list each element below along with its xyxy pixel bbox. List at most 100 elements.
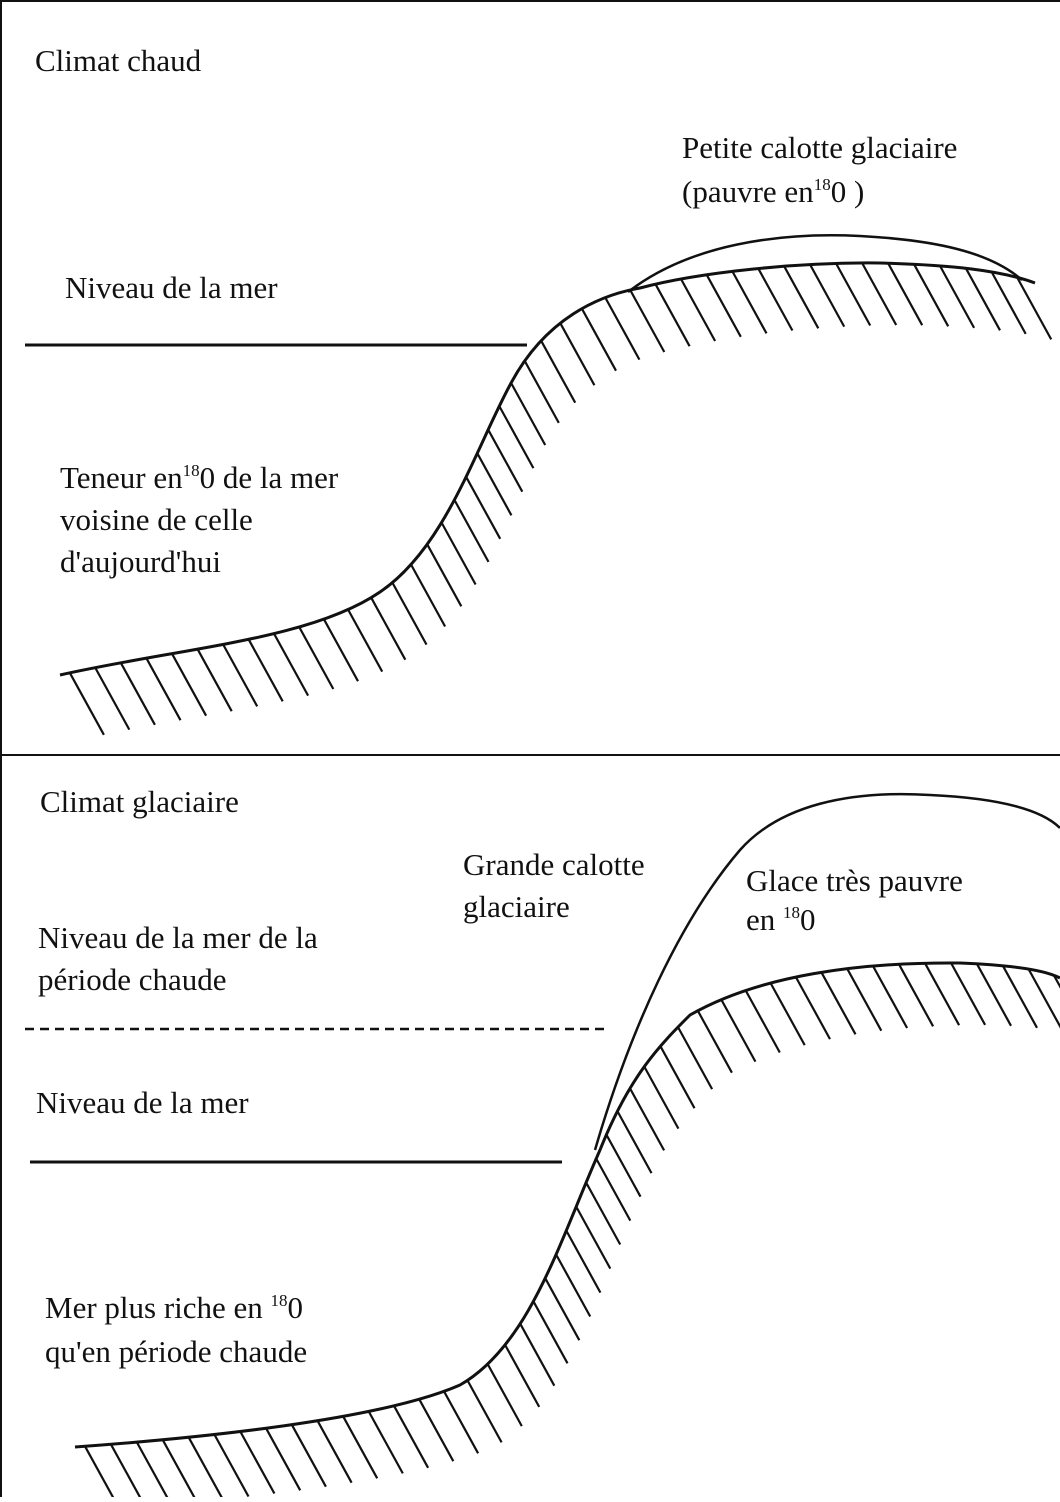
hatch-mark [585,1181,622,1246]
warm-sea-label-line1: Teneur en180 de la mer [60,460,339,495]
hatch-mark [720,999,757,1063]
glacial-ground-profile [74,961,1060,1449]
hatch-mark [964,267,1001,331]
hatch-mark [783,265,820,329]
hatch-mark [290,1424,327,1488]
hatch-mark [466,1379,503,1443]
hatch-mark [486,1363,523,1427]
hatch-mark [298,626,335,690]
glacial-title: Climat glaciaire [40,784,239,819]
hatch-mark [595,1158,632,1222]
hatch-mark [820,971,857,1035]
hatch-mark [171,653,208,717]
hatch-mark [872,965,909,1029]
hatch-mark [487,429,524,493]
hatch-mark [247,638,284,702]
hatch-mark [924,962,961,1026]
glacial-sea-label-line2: qu'en période chaude [45,1334,307,1369]
hatch-mark [498,405,535,469]
hatch-mark [565,1230,602,1294]
hatch-mark [523,360,560,424]
hatch-mark [1016,276,1053,340]
hatch-mark [629,1087,666,1151]
hatch-mark [145,657,182,721]
hatch-mark [393,1405,430,1469]
hatch-mark [68,672,105,736]
hatch-mark [696,1010,733,1074]
large-icecap-outline [593,792,1060,1151]
hatch-mark [109,1443,144,1502]
hatch-mark [410,563,447,628]
hatch-mark [643,1066,680,1130]
hatch-mark [532,1300,569,1364]
hatch-mark [440,521,477,586]
hatch-mark [196,648,233,712]
hatch-mark [846,968,883,1032]
hatch-mark [213,1433,250,1498]
hatch-mark [187,1436,224,1500]
hatch-mark [559,322,596,386]
warm-ground-hatching [68,262,1053,736]
hatch-mark [1027,968,1060,1029]
warm-sea-level-label: Niveau de la mer [65,270,278,305]
warm-title: Climat chaud [35,43,202,78]
hatch-mark [476,452,513,516]
hatch-mark [757,267,794,332]
hatch-mark [265,1427,302,1491]
hatch-mark [887,262,924,326]
glacial-ground-hatching [84,962,1060,1502]
hatch-mark [680,278,717,342]
hatch-mark [835,262,872,327]
hatch-mark [544,1277,581,1341]
hatch-mark [950,962,987,1026]
hatch-mark [222,643,259,707]
warm-sea-label-line2: voisine de celle [60,502,253,537]
hatch-mark [418,1398,455,1462]
hatch-mark [504,1344,541,1408]
hatch-mark [794,976,831,1040]
hatch-mark [367,1410,404,1474]
hatch-mark [135,1441,172,1502]
hatch-mark [519,1323,556,1387]
hatch-mark [465,476,502,540]
hatch-mark [342,1415,379,1479]
hatch-mark [84,1445,117,1502]
warm-sea-label-line3: d'aujourd'hui [60,544,221,579]
hatch-mark [605,1134,642,1198]
hatch-mark [239,1430,276,1495]
hatch-mark [510,382,547,446]
hatch-mark [1052,974,1060,989]
hatch-mark [629,289,666,353]
hatch-mark [119,662,156,726]
small-icecap-outline [627,234,1023,293]
hatch-mark [616,1110,653,1174]
hatch-mark [540,340,577,404]
large-icecap-label-line1: Grande calotte [463,847,645,882]
warm-ground-profile [59,261,1036,677]
hatch-mark [705,274,742,338]
old-sea-level-label-line2: période chaude [38,962,226,997]
panel-glacial: Climat glaciaire Grande calotte glaciair… [25,784,1060,1502]
glacial-sea-label-line1: Mer plus riche en 180 [45,1290,303,1325]
hatch-mark [913,263,950,327]
hatch-mark [370,597,407,661]
hatch-mark [659,1045,696,1109]
hatch-mark [809,264,846,328]
hatch-mark [990,271,1027,335]
hatch-mark [443,1390,480,1454]
hatch-mark [273,633,310,697]
old-sea-level-label-line1: Niveau de la mer de la [38,920,318,955]
hatch-mark [94,667,131,731]
hatch-mark [604,297,641,361]
hatch-mark [1001,965,1038,1029]
ice-content-label-line2: en 180 [746,902,816,937]
hatch-mark [161,1439,198,1502]
small-icecap-note: (pauvre en180 ) [682,174,864,209]
hatch-mark [861,262,898,326]
hatch-mark [939,265,976,329]
hatch-mark [744,989,781,1054]
hatch-mark [580,308,617,372]
glacial-sea-level-label: Niveau de la mer [36,1085,249,1120]
